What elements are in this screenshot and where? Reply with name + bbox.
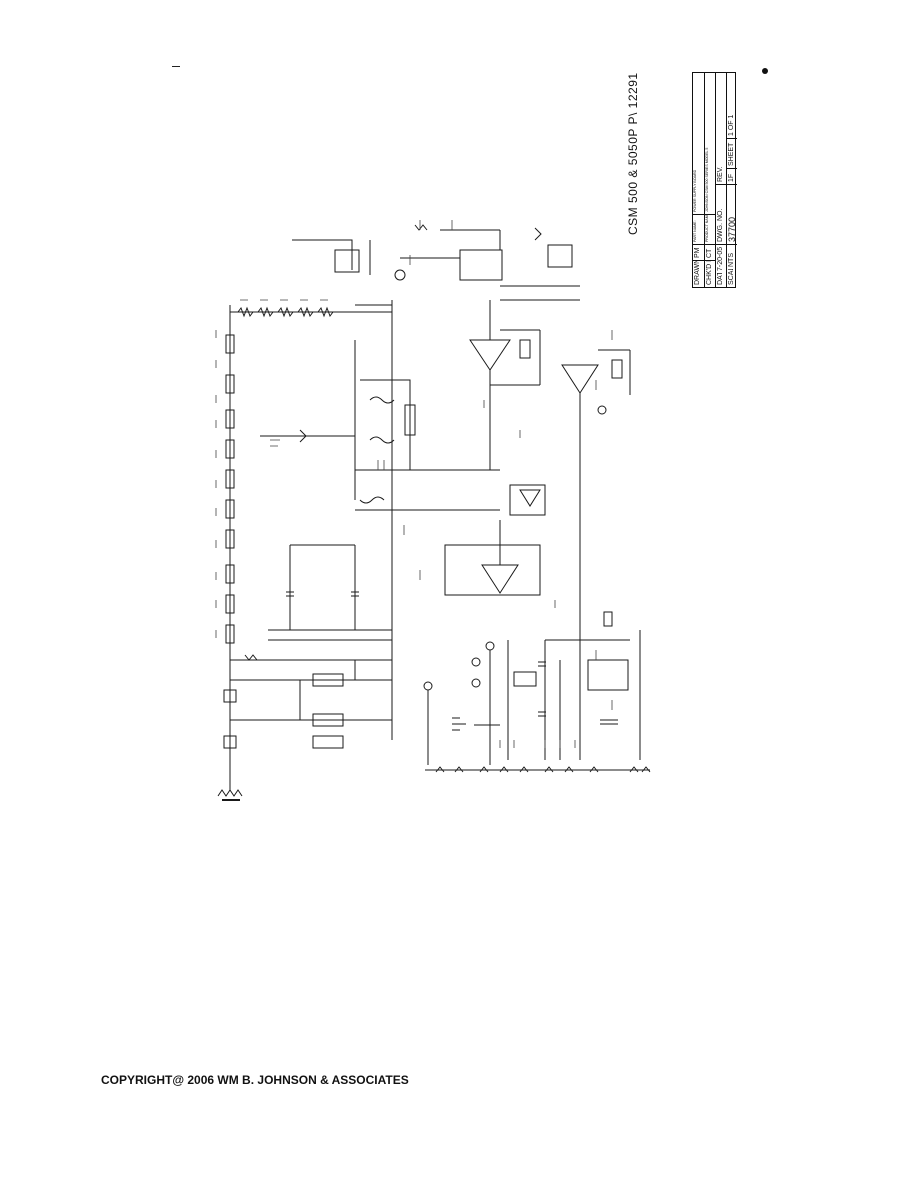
opamp-middle [444,484,546,596]
top-regulator-section [292,224,580,301]
stray-dash-mark [172,66,180,67]
top-resistor-row [230,306,392,318]
lower-right-regulator [507,611,641,760]
left-resistor-column [225,325,235,644]
lower-left-network [223,654,392,749]
opamp-right [561,349,631,640]
bullet-dot [762,68,768,74]
connector-pins [217,789,243,797]
transformer-section [260,340,500,511]
mid-filter-bank [268,544,392,641]
component-label-marks [215,220,613,748]
opamp-upper [469,300,541,470]
bottom-connector-bus [423,641,651,773]
copyright-notice: COPYRIGHT@ 2006 WM B. JOHNSON & ASSOCIAT… [101,1073,409,1087]
